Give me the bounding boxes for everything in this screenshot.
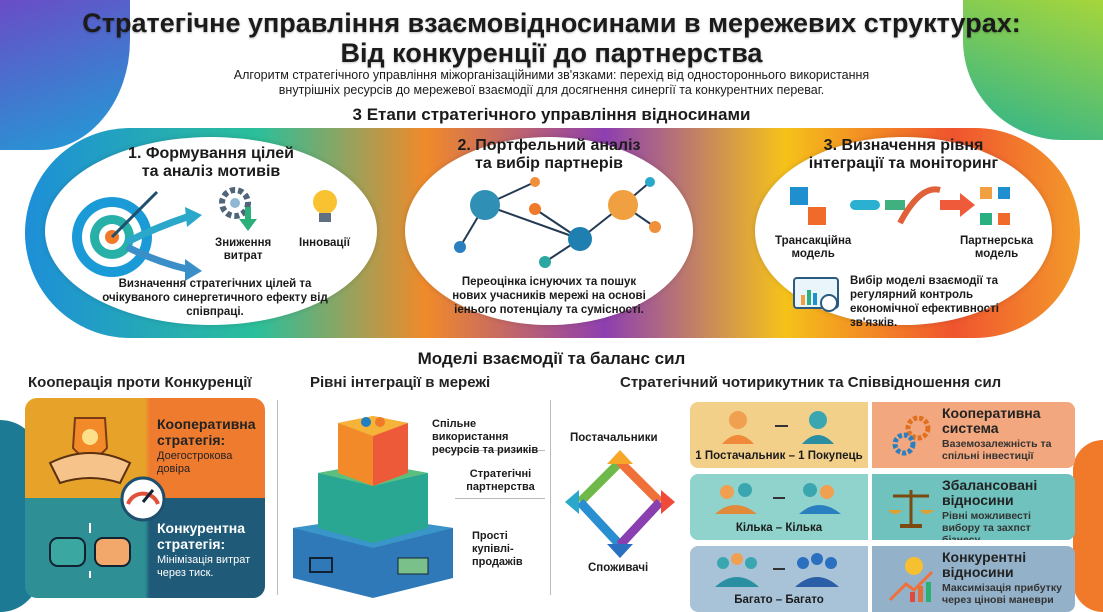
coop-strategy-text: Доегострокова довіра	[157, 450, 233, 475]
profit-growth-icon	[888, 557, 934, 602]
stage-3-text: Вибір моделі взаємодії та регулярний кон…	[850, 275, 999, 329]
quad-heading: Стратегічний чотирикутник та Співвідноше…	[620, 374, 1002, 391]
level-label-top: Спільне використання ресурсів та ризиків	[432, 418, 539, 456]
people-icon	[361, 417, 371, 427]
label-innovation: Інновації	[299, 237, 350, 249]
pair-panel: Багато – Багато	[690, 546, 868, 612]
relation-text: Максимізація прибутку через цінові манев…	[942, 582, 1062, 606]
pair-label: Кілька – Кілька	[735, 522, 823, 534]
integration-pyramid	[293, 416, 453, 598]
gear-down-icon	[219, 187, 257, 231]
pair-label: 1 Постачальник – 1 Покупець	[695, 450, 863, 462]
few-to-few-icon	[715, 483, 841, 514]
pyramid-level-top	[338, 416, 408, 486]
quad-row-1: 1 Постачальник – 1 Покупець Кооперативна…	[690, 402, 1075, 468]
competitive-strategy-text: Мінімізація витрат через тиск.	[157, 554, 251, 579]
diamond-arrows-icon	[565, 450, 675, 558]
levels-heading: Рівні інтеграції в мережі	[310, 374, 491, 391]
pair-panel: Кілька – Кілька	[690, 474, 868, 540]
pair-panel: 1 Постачальник – 1 Покупець	[690, 402, 868, 468]
level-label-bottom: Прості купівлі-продажів	[472, 530, 523, 568]
network-icon	[454, 177, 661, 268]
divider	[440, 450, 545, 451]
fist-bump-icon	[49, 523, 131, 578]
gears-icon	[892, 415, 931, 456]
pair-label: Багато – Багато	[734, 594, 824, 606]
gauge-icon	[120, 476, 166, 522]
subtitle-line2: внутрішніх ресурсів до мережевої взаємод…	[278, 83, 825, 97]
stage-1-text: Визначення стратегічних цілей та очікува…	[102, 278, 328, 318]
scales-icon	[888, 490, 934, 528]
money-icon	[397, 557, 429, 575]
subtitle-line1: Алгоритм стратегічного управління міжорг…	[233, 68, 870, 82]
coop-heading: Кооперація проти Конкуренції	[28, 374, 252, 391]
stage-2-text: Переоцінка існуючих та пошук нових учасн…	[452, 276, 646, 316]
lightbulb-icon	[313, 190, 337, 222]
divider	[277, 400, 278, 595]
handshake-shield-icon	[48, 417, 132, 485]
subtitle: Алгоритм стратегічного управління міжорг…	[150, 68, 953, 98]
divider	[550, 400, 551, 595]
monitoring-chart-icon	[793, 277, 839, 312]
one-to-one-icon	[722, 411, 834, 444]
decor-blob	[1073, 440, 1103, 612]
relation-text: Рівні можливесті вибору та захпст бізнес…	[942, 510, 1031, 540]
level-label-middle: Стратегічні партнерства	[466, 468, 535, 493]
suppliers-label: Постачальники	[570, 432, 658, 444]
stages-heading: 3 Етапи стратегічного управління відноси…	[352, 105, 751, 124]
consumers-label: Споживачі	[588, 562, 649, 574]
transition-arrow-icon	[790, 186, 1010, 225]
target-icon	[72, 190, 202, 281]
cart-icon	[309, 557, 333, 573]
main-title-line1: Стратегічне управління взаємовідносинами…	[82, 8, 1021, 38]
models-heading: Моделі взаємодії та баланс сил	[417, 349, 686, 368]
divider	[455, 498, 545, 499]
many-to-many-icon	[715, 553, 839, 587]
relation-text: Ваземозалежність та спільні інвестиції	[942, 438, 1052, 462]
main-title-line2: Від конкуренції до партнерства	[340, 38, 763, 68]
